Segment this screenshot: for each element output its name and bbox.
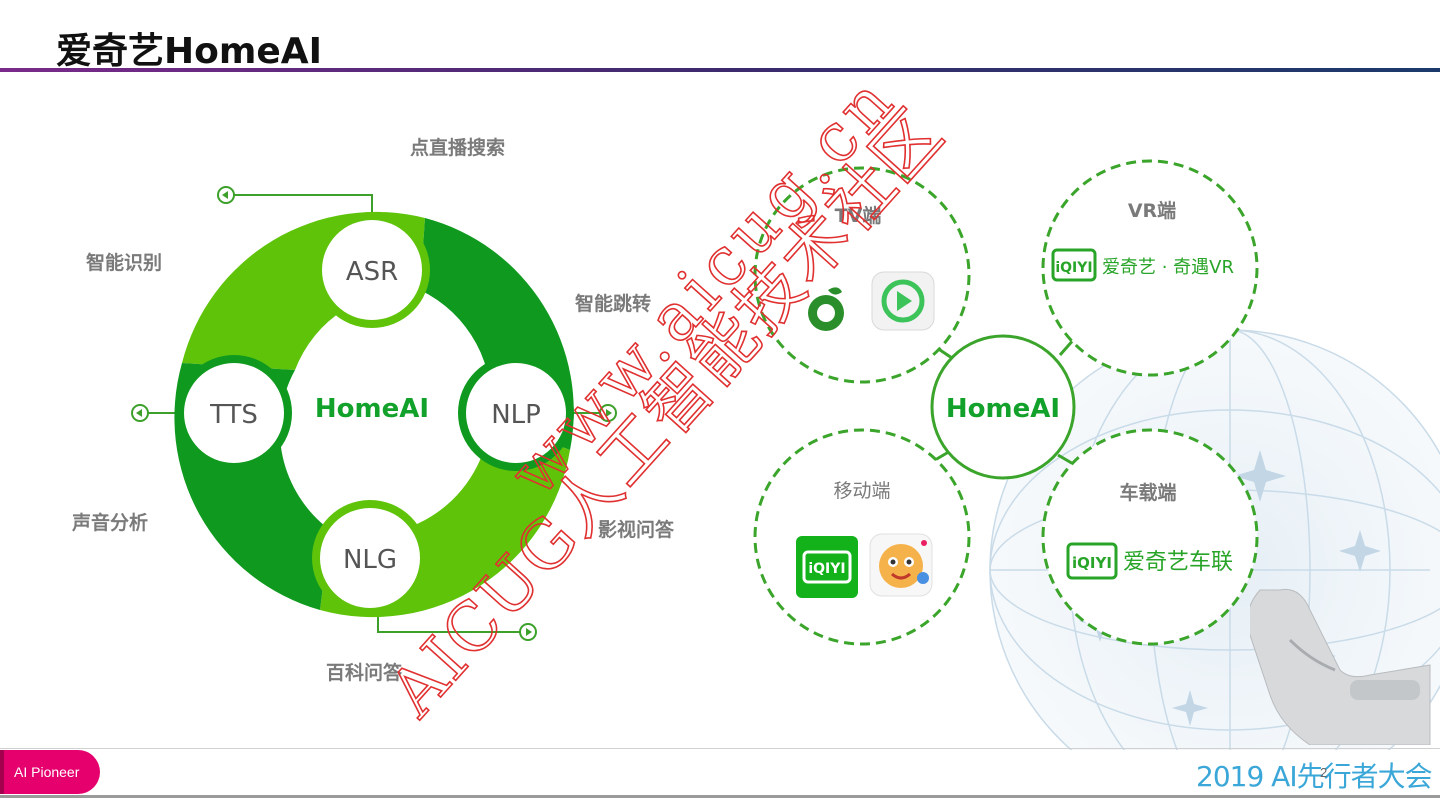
feature-label-sound-analysis: 声音分析	[72, 508, 148, 535]
svg-text:iQIYI: iQIYI	[808, 561, 845, 577]
arrow-marker-left	[132, 405, 148, 421]
badge-stripe	[0, 750, 4, 794]
feature-label-recognition: 智能识别	[86, 248, 162, 275]
feature-label-search: 点直播搜索	[410, 133, 505, 160]
mobile-kids-app-icon	[870, 534, 932, 596]
module-label-tts: TTS	[209, 400, 258, 430]
footer-bar	[0, 795, 1440, 798]
homeai-platform-diagram: HomeAI TV端 VR端 移动端 车载端 iQIYI 爱奇艺 · 奇遇VR …	[740, 150, 1280, 660]
center-label: HomeAI	[315, 394, 429, 424]
vr-iqiyi-logo: iQIYI	[1053, 250, 1095, 280]
page-number: 2	[1320, 765, 1327, 780]
arrow-marker-top	[218, 187, 234, 203]
title-divider	[0, 68, 1440, 72]
module-label-nlp: NLP	[491, 400, 541, 430]
ai-pioneer-badge: AI Pioneer	[0, 750, 100, 794]
car-product-name: 爱奇艺车联	[1123, 550, 1233, 575]
arrow-marker-right	[600, 405, 616, 421]
arrow-marker-bottom	[520, 624, 536, 640]
mobile-platform-circle	[755, 430, 969, 644]
tv-platform-circle	[755, 168, 969, 382]
svg-text:iQIYI: iQIYI	[1055, 260, 1092, 276]
center-homeai-label: HomeAI	[946, 394, 1060, 424]
conference-logo: 2019 AI先行者大会	[1196, 755, 1432, 795]
feature-label-video-qa: 影视问答	[598, 515, 674, 542]
page-title: 爱奇艺HomeAI	[56, 22, 322, 74]
tv-label: TV端	[835, 204, 882, 227]
mobile-label: 移动端	[833, 480, 890, 502]
tv-app-icon-player	[872, 272, 934, 330]
svg-text:iQIYI: iQIYI	[1072, 554, 1112, 572]
car-label: 车载端	[1119, 481, 1176, 504]
footer-divider	[0, 748, 1440, 749]
mobile-iqiyi-app-icon: iQIYI	[796, 536, 858, 598]
module-label-nlg: NLG	[343, 545, 397, 575]
vr-product-name: 爱奇艺 · 奇遇VR	[1102, 257, 1234, 278]
feature-label-smart-jump: 智能跳转	[575, 289, 651, 316]
car-platform-circle	[1043, 430, 1257, 644]
module-label-asr: ASR	[346, 257, 398, 287]
vr-label: VR端	[1128, 199, 1176, 222]
feature-label-wiki-qa: 百科问答	[326, 658, 402, 685]
car-iqiyi-logo: iQIYI	[1068, 544, 1116, 578]
homeai-module-diagram: HomeAI ASR NLP NLG TTS	[120, 170, 640, 660]
